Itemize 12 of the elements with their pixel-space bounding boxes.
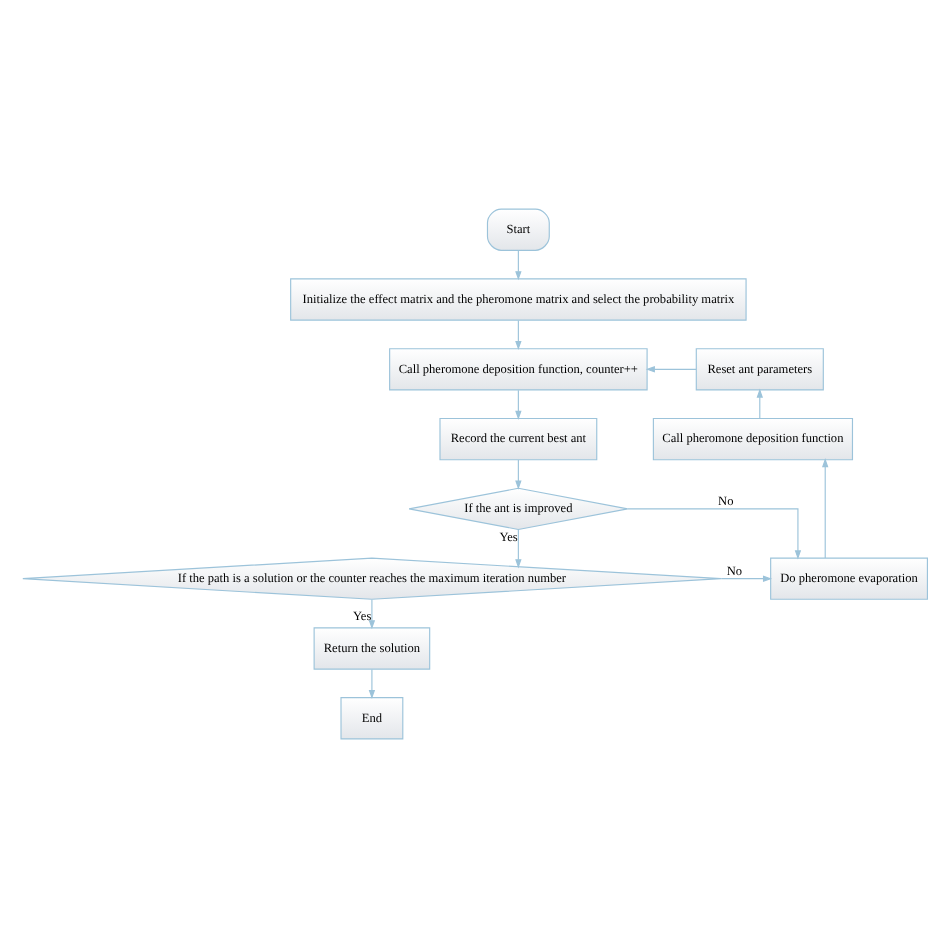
arrow	[514, 459, 521, 490]
arrow	[821, 458, 828, 559]
arrow	[626, 508, 801, 560]
arrow	[514, 389, 521, 420]
arrow	[514, 529, 521, 569]
arrow	[755, 388, 762, 419]
arrow	[514, 250, 521, 281]
arrow	[367, 668, 375, 700]
arrow	[719, 575, 772, 582]
arrow	[367, 599, 375, 630]
arrow	[644, 366, 696, 373]
arrow	[514, 319, 521, 351]
